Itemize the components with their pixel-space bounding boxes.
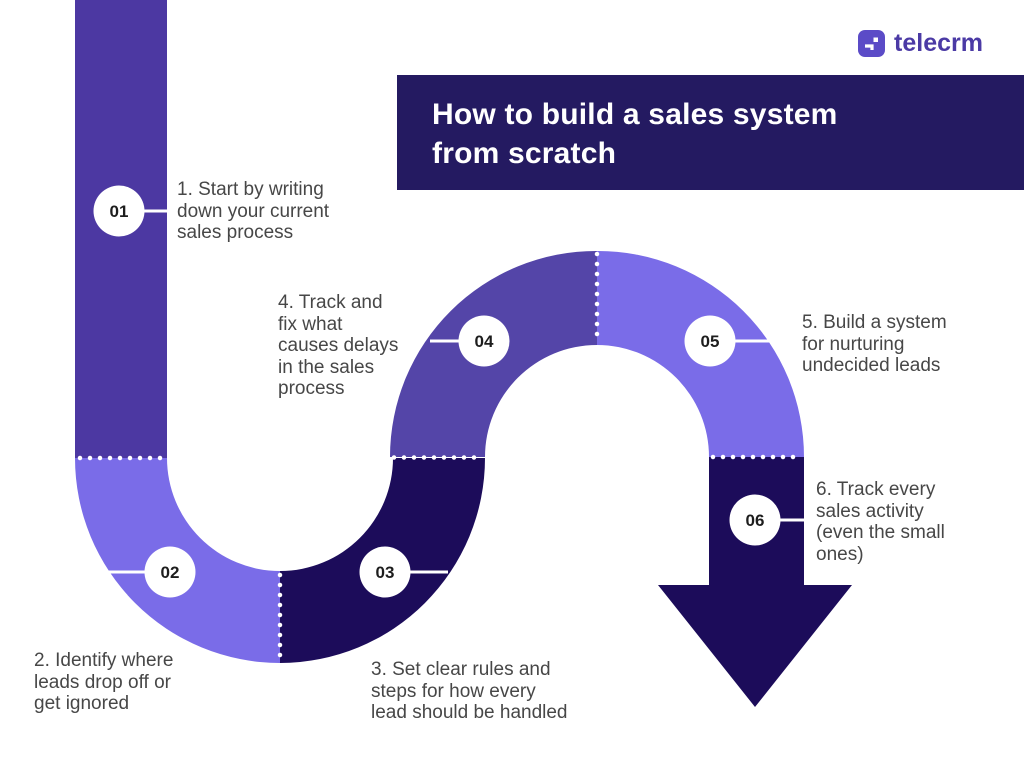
- corner-arrow-icon: [858, 30, 886, 57]
- step-node-2: 02: [144, 546, 196, 598]
- step-node-3: 03: [359, 546, 411, 598]
- step-node-1: 01: [93, 185, 145, 237]
- step-node-2-circle: [144, 546, 196, 598]
- brand-logo: telecrm: [858, 29, 983, 58]
- step-node-6: 06: [729, 494, 781, 546]
- step-node-1-circle: [93, 185, 145, 237]
- step-node-4-circle: [458, 315, 510, 367]
- step-node-5-circle: [684, 315, 736, 367]
- step-node-4: 04: [458, 315, 510, 367]
- step-5-label: 5. Build a system for nurturing undecide…: [802, 312, 947, 376]
- step-node-3-number: 03: [376, 563, 395, 582]
- step-3-label: 3. Set clear rules and steps for how eve…: [371, 659, 568, 723]
- step-node-6-circle: [729, 494, 781, 546]
- title-banner: How to build a sales system from scratch: [397, 75, 1024, 190]
- step-2-label: 2. Identify where leads drop off or get …: [34, 650, 174, 714]
- step-node-3-circle: [359, 546, 411, 598]
- brand-name: telecrm: [894, 29, 983, 57]
- step-node-4-number: 04: [475, 332, 494, 351]
- step-node-1-number: 01: [110, 202, 129, 221]
- step-6-label: 6. Track every sales activity (even the …: [816, 479, 945, 565]
- step-4-label: 4. Track and fix what causes delays in t…: [278, 292, 399, 399]
- step-node-2-number: 02: [161, 563, 180, 582]
- step-node-5: 05: [684, 315, 736, 367]
- step-node-5-number: 05: [701, 332, 720, 351]
- step-1-label: 1. Start by writing down your current sa…: [177, 179, 330, 243]
- step-node-6-number: 06: [746, 511, 765, 530]
- page-title: How to build a sales system from scratch: [432, 98, 838, 170]
